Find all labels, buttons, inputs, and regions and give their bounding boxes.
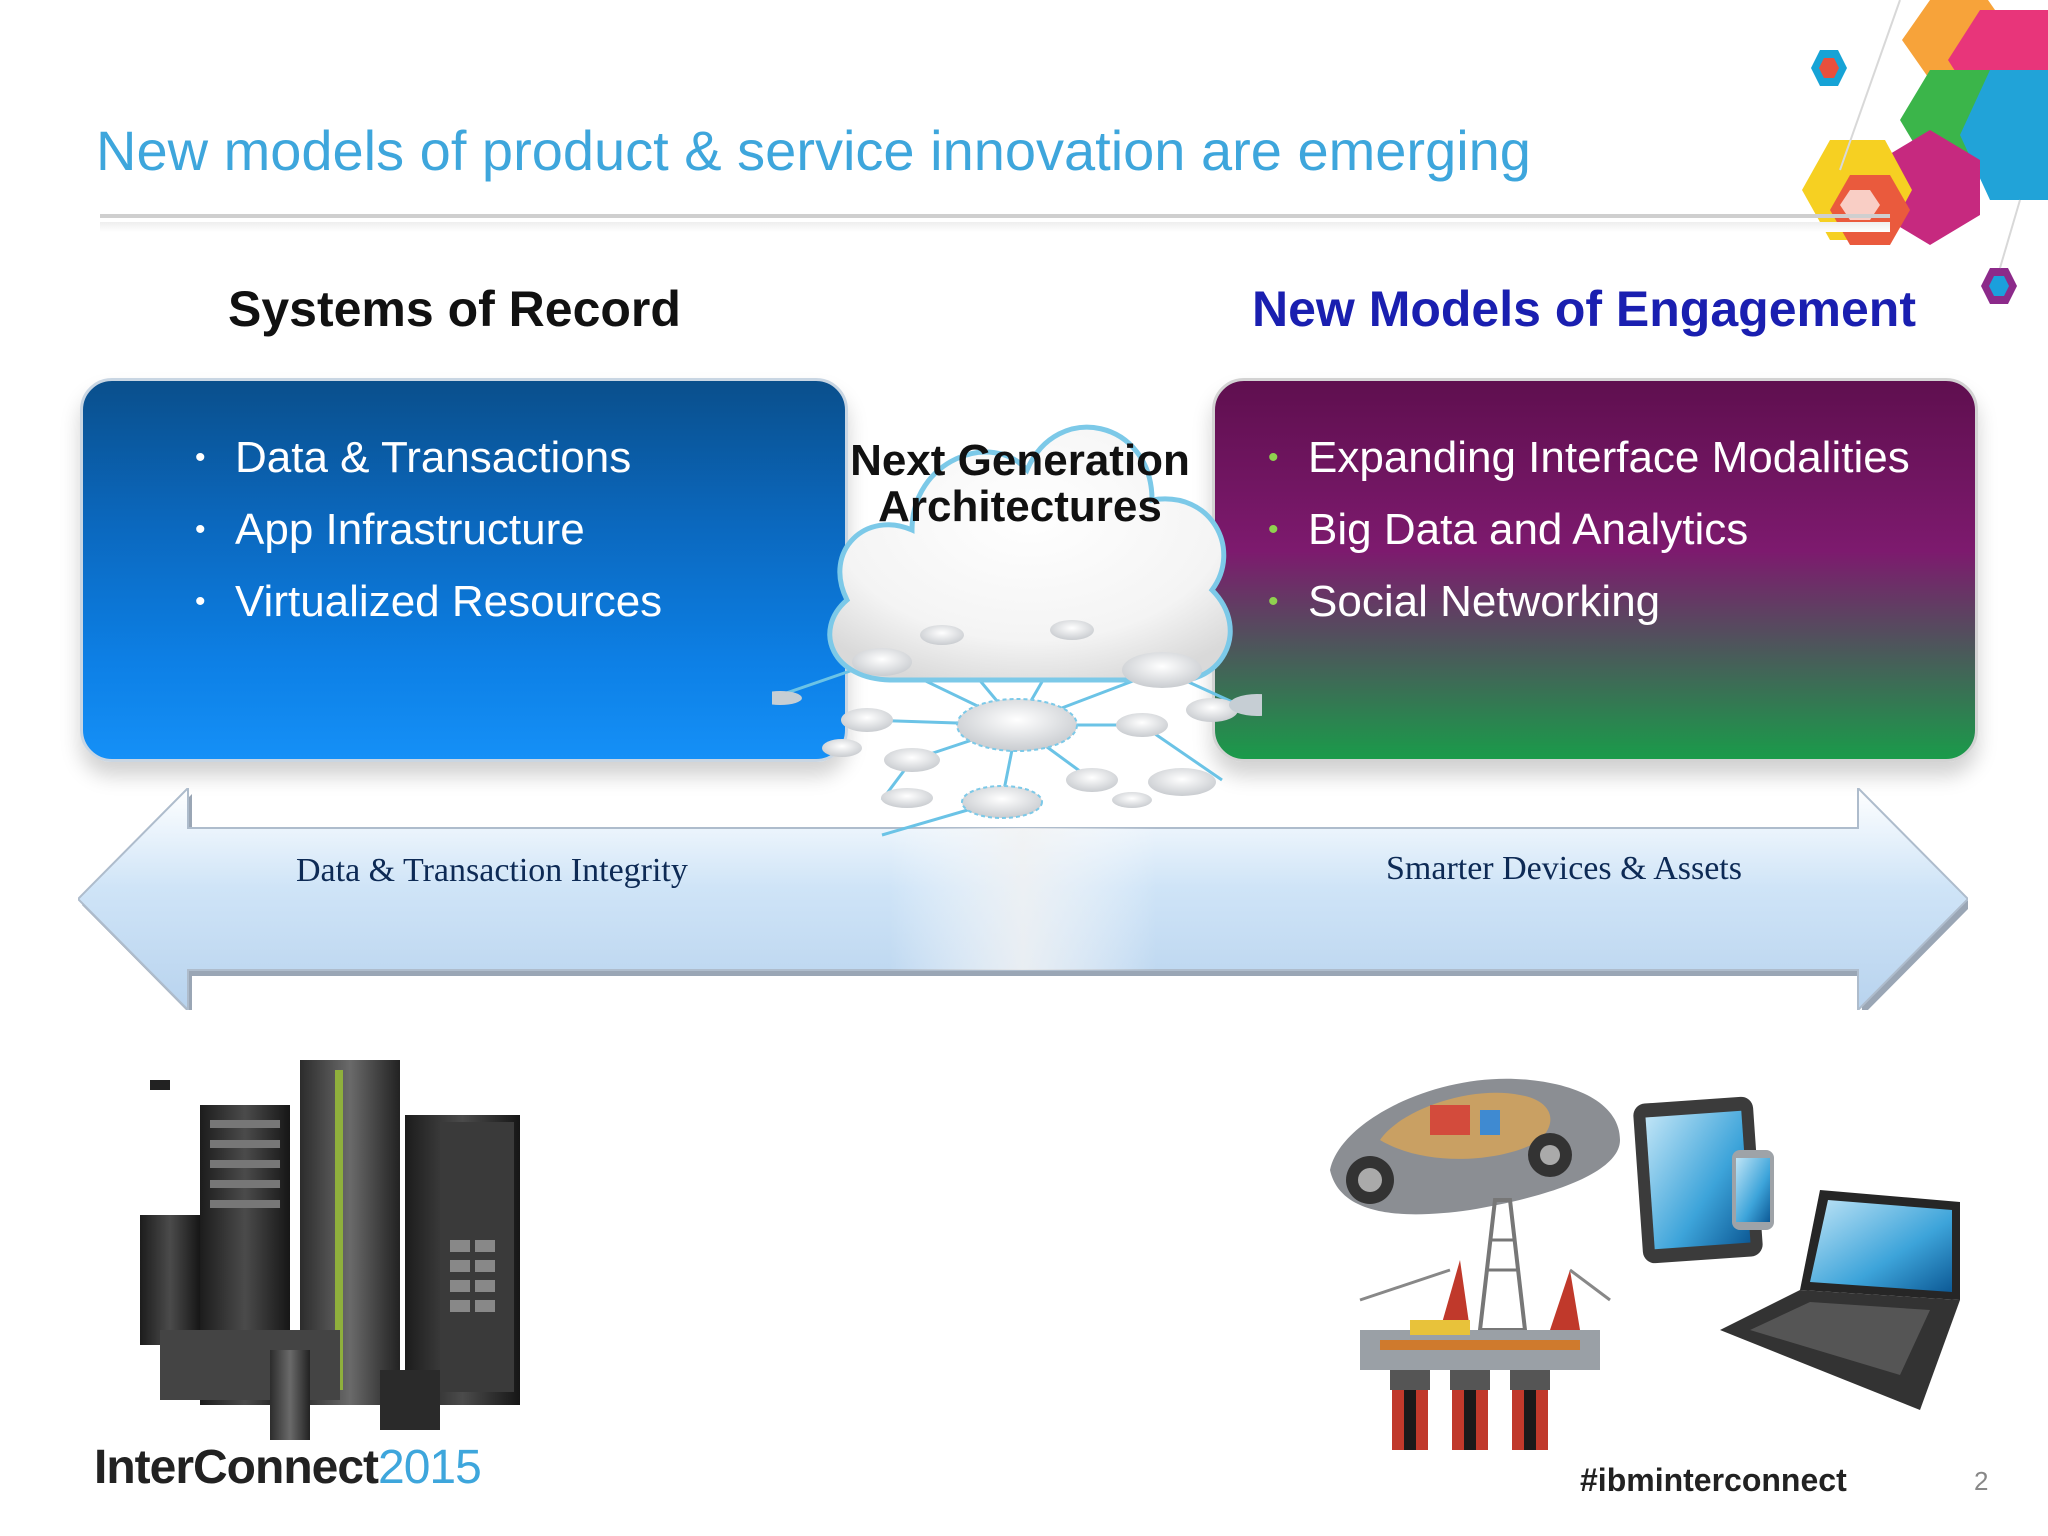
double-arrow-icon <box>78 788 1968 1010</box>
oil-rig-image <box>1359 1198 1611 1450</box>
bullet-text: Expanding Interface Modalities <box>1308 433 1910 482</box>
arrow-left-label: Data & Transaction Integrity <box>296 852 688 889</box>
list-item: • Big Data and Analytics <box>1268 494 1910 566</box>
bullet-icon: • <box>1268 585 1279 618</box>
bullet-text: Big Data and Analytics <box>1308 505 1749 554</box>
list-item: • Virtualized Resources <box>195 566 662 638</box>
interconnect-logo: InterConnect2015 <box>94 1440 482 1495</box>
hexagon-decoration-icon <box>1802 0 2048 304</box>
bullet-icon: • <box>1268 513 1279 546</box>
list-item: • Data & Transactions <box>195 422 662 494</box>
arrow-right-label: Smarter Devices & Assets <box>1386 850 1742 887</box>
systems-of-record-heading: Systems of Record <box>228 281 681 337</box>
server-racks-image <box>140 1060 520 1440</box>
models-of-engagement-heading: New Models of Engagement <box>1252 281 1916 337</box>
bullet-icon: • <box>195 585 206 618</box>
bullet-icon: • <box>195 441 206 474</box>
bullet-icon: • <box>195 513 206 546</box>
list-item: • App Infrastructure <box>195 494 662 566</box>
bullet-text: Social Networking <box>1308 577 1661 626</box>
logo-year: 2015 <box>378 1441 482 1494</box>
page-number: 2 <box>1974 1466 1989 1496</box>
hashtag: #ibminterconnect <box>1580 1462 1847 1498</box>
tablet-phone-image <box>1633 1096 1774 1264</box>
bullet-icon: • <box>1268 441 1279 474</box>
models-of-engagement-box <box>1212 378 1978 762</box>
smart-devices-image <box>1330 1078 1960 1450</box>
cloud-network-icon <box>772 424 1262 837</box>
title-divider-shadow <box>100 222 1890 232</box>
bullet-text: App Infrastructure <box>235 505 585 554</box>
systems-of-record-list: • Data & Transactions • App Infrastructure… <box>195 422 662 638</box>
list-item: • Social Networking <box>1268 566 1910 638</box>
cloud-label: Next Generation Architectures <box>850 436 1190 531</box>
laptop-image <box>1720 1190 1960 1410</box>
bullet-text: Virtualized Resources <box>235 577 663 626</box>
bullet-text: Data & Transactions <box>235 433 632 482</box>
title-divider <box>100 214 1890 218</box>
list-item: • Expanding Interface Modalities <box>1268 422 1910 494</box>
slide-title: New models of product & service innovati… <box>96 119 1531 182</box>
models-of-engagement-list: • Expanding Interface Modalities • Big Dat… <box>1268 422 1910 638</box>
car-image <box>1330 1078 1620 1215</box>
logo-word: InterConnect <box>94 1441 379 1494</box>
